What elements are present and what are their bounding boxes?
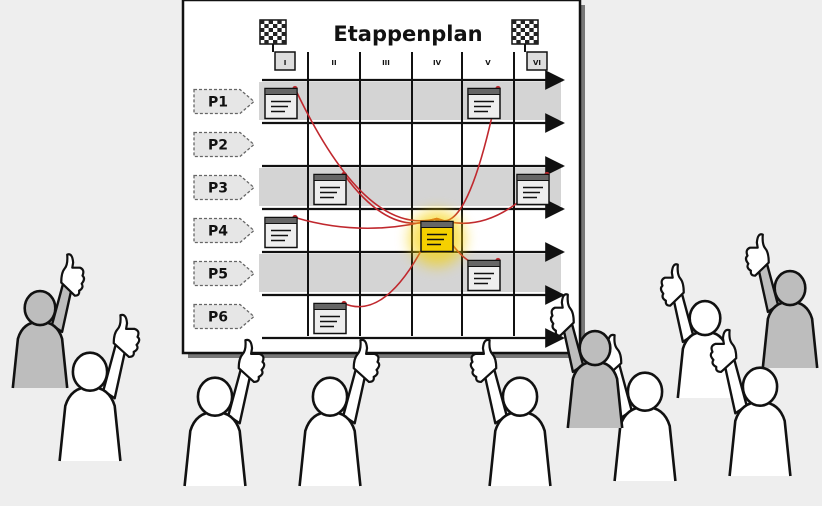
audience <box>11 233 819 487</box>
row-band <box>259 168 561 206</box>
row-label: P1 <box>193 88 255 115</box>
task-card <box>313 173 347 206</box>
column-header: IV <box>433 59 442 67</box>
row-label-text: P4 <box>208 224 228 240</box>
column-header: I <box>284 59 287 67</box>
task-card <box>264 87 298 120</box>
column-header: VI <box>533 59 541 67</box>
column-header: V <box>485 59 491 67</box>
audience-member <box>469 338 552 487</box>
row-bands <box>259 82 561 292</box>
audience-member <box>709 328 792 477</box>
task-card <box>516 173 550 206</box>
audience-member <box>11 253 86 389</box>
row-band <box>259 82 561 120</box>
audience-member <box>58 313 141 462</box>
row-label: P4 <box>193 217 255 244</box>
task-card <box>264 216 298 249</box>
task-card <box>467 259 501 292</box>
highlight-task-card <box>420 220 454 253</box>
checkered-flag-icon <box>259 19 287 52</box>
row-label: P2 <box>193 131 255 158</box>
audience-member <box>183 338 266 487</box>
flags <box>259 19 539 52</box>
row-label-text: P3 <box>208 181 228 197</box>
row-label-text: P1 <box>208 95 228 111</box>
row-label-text: P5 <box>208 267 228 283</box>
column-header: II <box>331 59 336 67</box>
row-label-text: P6 <box>208 310 228 326</box>
central-card <box>409 210 465 267</box>
row-band <box>259 254 561 292</box>
column-header-box <box>526 51 548 71</box>
task-card <box>313 302 347 335</box>
column-header-box <box>274 51 296 71</box>
audience-member <box>744 233 819 369</box>
board-title: Etappenplan <box>333 22 482 46</box>
checkered-flag-icon <box>511 19 539 52</box>
audience-member <box>298 338 381 487</box>
column-header: III <box>382 59 390 67</box>
row-label: P5 <box>193 260 255 287</box>
audience-member <box>549 293 624 429</box>
audience-member <box>659 263 734 399</box>
row-label-text: P2 <box>208 138 228 154</box>
task-card <box>467 87 501 120</box>
row-label: P3 <box>193 174 255 201</box>
task-cards <box>264 87 550 335</box>
row-label: P6 <box>193 303 255 330</box>
